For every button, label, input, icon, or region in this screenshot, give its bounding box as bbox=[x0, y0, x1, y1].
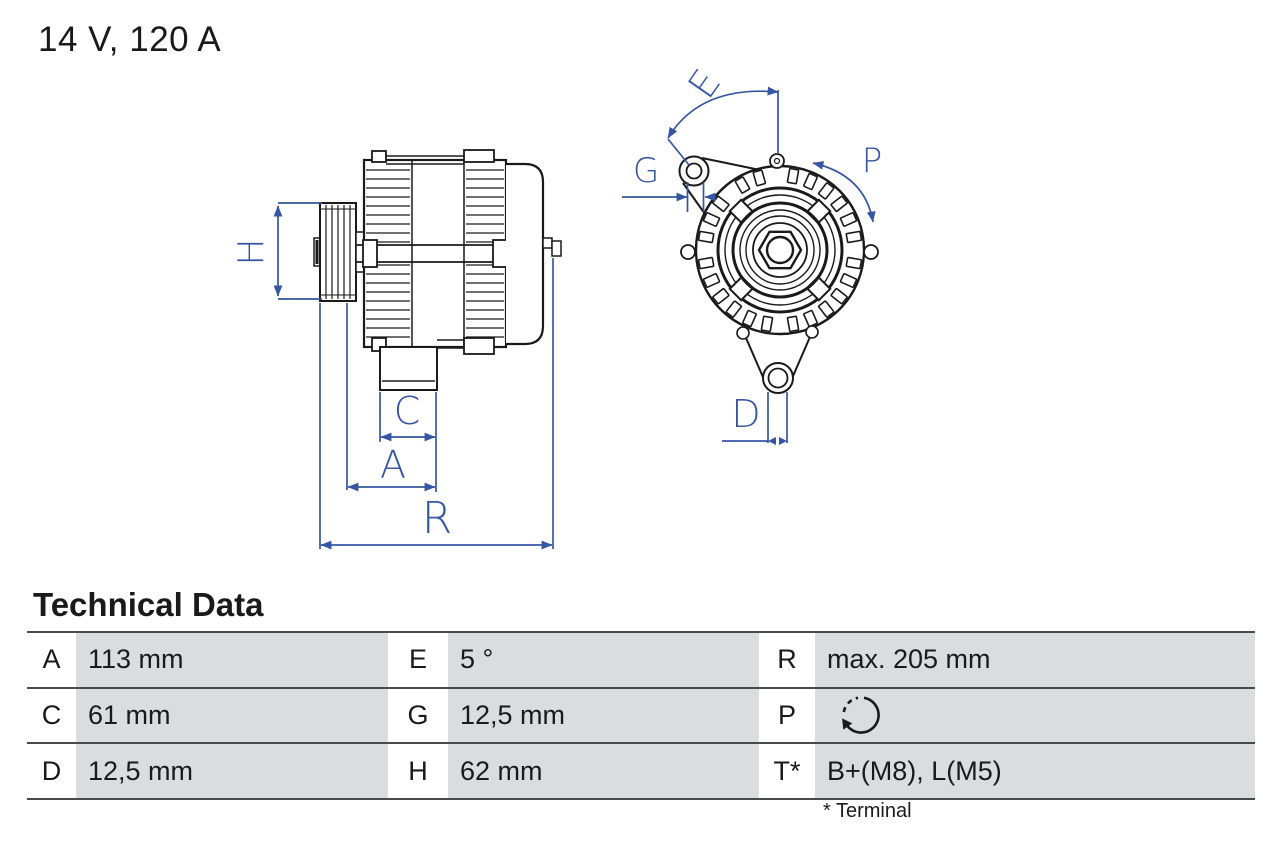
pulley-face bbox=[752, 222, 808, 278]
dim-key-a: A bbox=[27, 633, 76, 687]
bolt-head bbox=[362, 239, 378, 268]
rotation-clockwise-icon bbox=[842, 696, 880, 734]
dim-key-h: H bbox=[388, 744, 448, 799]
dim-key-c: C bbox=[27, 688, 76, 743]
dim-label-h: H bbox=[231, 238, 272, 265]
dim-value-e: 5 ° bbox=[448, 633, 759, 687]
dim-label-p: P bbox=[862, 141, 883, 181]
terminal-footnote: * Terminal bbox=[823, 800, 912, 822]
dim-value-g: 12,5 mm bbox=[448, 688, 759, 743]
dim-key-g: G bbox=[388, 688, 448, 743]
mounting-foot bbox=[379, 346, 438, 391]
cooling-fins-rear bbox=[466, 169, 504, 338]
dim-arc-e bbox=[667, 86, 779, 139]
table-row: A 113 mm E 5 ° R max. 205 mm bbox=[27, 633, 1255, 689]
technical-drawing: H C A R bbox=[231, 61, 882, 550]
dim-value-r: max. 205 mm bbox=[815, 633, 1255, 687]
dim-key-t: T* bbox=[759, 744, 815, 799]
lug-hole-g bbox=[685, 162, 703, 180]
dim-key-e: E bbox=[388, 633, 448, 687]
right-boss bbox=[863, 244, 879, 260]
dim-value-t: B+(M8), L(M5) bbox=[815, 744, 1255, 799]
technical-data-table: A 113 mm E 5 ° R max. 205 mm C 61 mm G 1… bbox=[27, 631, 1255, 801]
lug-hole-d bbox=[767, 367, 789, 389]
dim-value-h: 62 mm bbox=[448, 744, 759, 799]
dim-value-d: 12,5 mm bbox=[76, 744, 388, 799]
front-view-drawing: E G P D bbox=[622, 61, 882, 445]
dim-key-r: R bbox=[759, 633, 815, 687]
dim-label-g: G bbox=[633, 151, 659, 191]
terminal-stud bbox=[542, 237, 553, 249]
side-view-drawing: H C A R bbox=[231, 149, 562, 550]
bolt-nut bbox=[492, 239, 508, 268]
alternator-body bbox=[362, 158, 508, 349]
cooling-fins-front bbox=[366, 169, 410, 338]
dim-value-a: 113 mm bbox=[76, 633, 388, 687]
dim-label-d: D bbox=[731, 392, 760, 436]
left-boss bbox=[680, 244, 696, 260]
table-row: D 12,5 mm H 62 mm T* B+(M8), L(M5) bbox=[27, 744, 1255, 801]
dim-key-d: D bbox=[27, 744, 76, 799]
voltage-current-rating: 14 V, 120 A bbox=[38, 20, 222, 59]
technical-data-title: Technical Data bbox=[33, 586, 264, 623]
dim-label-r: R bbox=[422, 493, 453, 544]
rear-cover bbox=[506, 162, 545, 346]
dim-key-p: P bbox=[759, 688, 815, 743]
dim-value-c: 61 mm bbox=[76, 688, 388, 743]
dim-label-c: C bbox=[394, 389, 421, 433]
dim-label-a: A bbox=[380, 443, 406, 487]
dim-label-e: E bbox=[679, 61, 729, 106]
table-row: C 61 mm G 12,5 mm P bbox=[27, 688, 1255, 745]
rotation-direction-arrow bbox=[812, 161, 876, 223]
dim-value-p bbox=[815, 688, 1255, 743]
